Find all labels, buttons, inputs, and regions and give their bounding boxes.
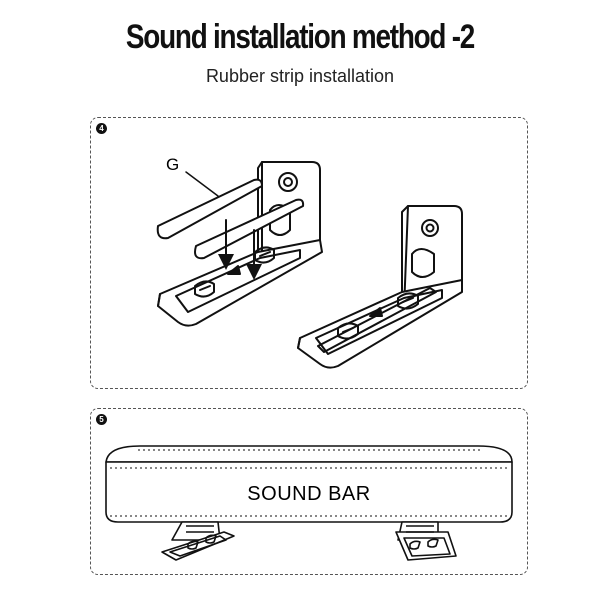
- step-4-panel: [90, 117, 528, 389]
- step-5-badge: 5: [96, 414, 107, 425]
- sound-bar-right-bracket: [395, 521, 457, 561]
- step-4-badge: 4: [96, 123, 107, 134]
- sound-bar-label: SOUND BAR: [247, 483, 370, 505]
- left-bracket-illustration: [156, 161, 323, 327]
- page-title: Sound installation method -2: [125, 18, 475, 56]
- sound-bar-illustration: [105, 445, 513, 523]
- step-5-panel: [90, 408, 528, 575]
- right-bracket-illustration: [297, 205, 463, 369]
- sound-bar-left-bracket: [161, 521, 235, 561]
- page-subtitle: Rubber strip installation: [205, 66, 395, 86]
- strip-g-label: G: [166, 155, 179, 174]
